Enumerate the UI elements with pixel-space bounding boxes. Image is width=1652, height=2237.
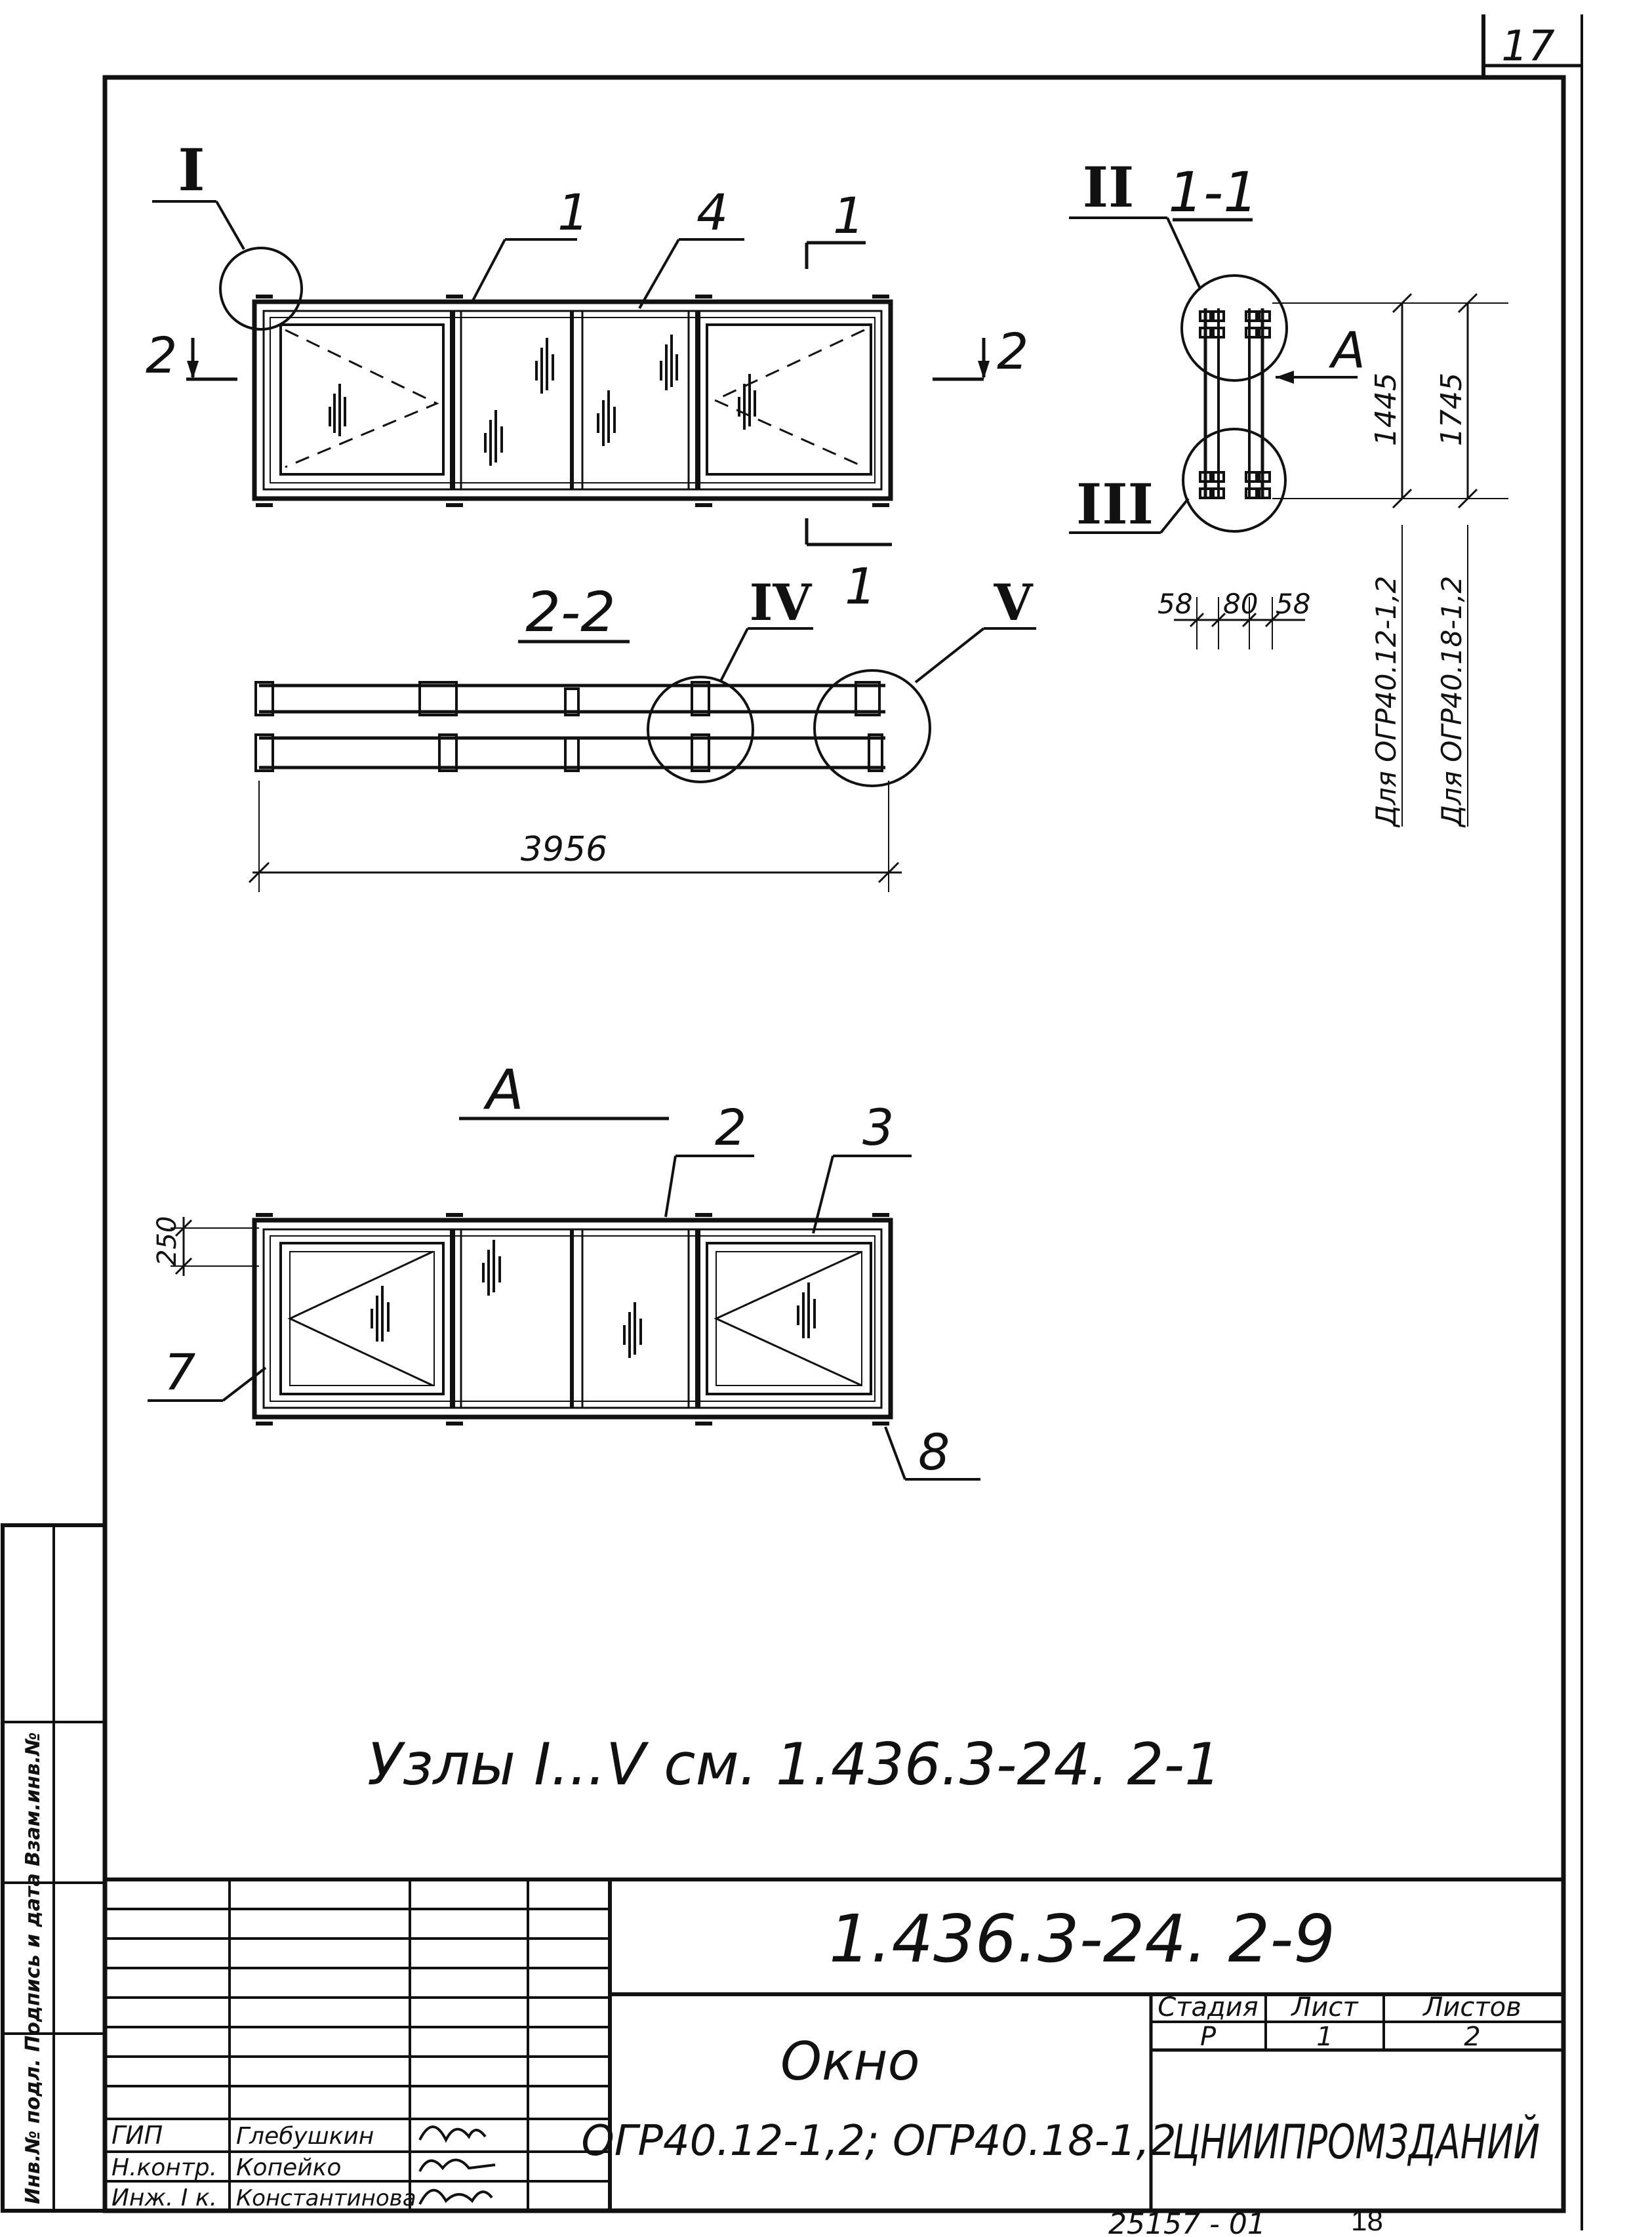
archive-number: 25157 - 01 (1108, 2207, 1266, 2237)
section-2-left-label: 2 (146, 326, 177, 384)
sheet-header: Лист (1290, 1992, 1359, 2022)
dim-length: 3956 (521, 830, 607, 869)
pos-2-label: 2 (715, 1098, 746, 1157)
node-i-label: I (178, 136, 205, 204)
role-nkontr: Н.контр. (111, 2154, 217, 2181)
node-v-label: V (994, 573, 1034, 632)
node-iii-label: III (1076, 472, 1154, 537)
section-1-top-label: 1 (833, 186, 864, 245)
product-types: ОГР40.12-1,2; ОГР40.18-1,2 (581, 2117, 1176, 2165)
for-type-b: Для ОГР40.18-1,2 (1436, 576, 1468, 828)
for-type-a: Для ОГР40.12-1,2 (1370, 576, 1402, 828)
sheets-header: Листов (1422, 1992, 1521, 2022)
stage-header: Стадия (1158, 1992, 1258, 2022)
pos-3-label: 3 (862, 1098, 894, 1157)
signatures (418, 2125, 496, 2205)
view-a: A 250 2 (148, 1057, 980, 1481)
section-2-2-title: 2-2 (525, 580, 615, 644)
title-block: ГИП Глебушкин Н.контр. Копейко Инж. I к.… (105, 1878, 1563, 2211)
dim-height-b: 1745 (1435, 373, 1468, 446)
role-inzh: Инж. I к. (111, 2185, 217, 2211)
pos-frame-label: 1 (557, 183, 589, 241)
sheets-value: 2 (1464, 2022, 1480, 2052)
pos-7-label: 7 (164, 1343, 195, 1401)
dim-80: 80 (1223, 588, 1258, 620)
stage-value: Р (1200, 2022, 1217, 2052)
name-nkontr: Копейко (236, 2154, 341, 2181)
dim-250: 250 (152, 1216, 182, 1266)
archive-suffix: 18 (1351, 2205, 1383, 2237)
view-a-title: A (483, 1057, 523, 1122)
section-1-bottom-label: 1 (845, 557, 876, 615)
dim-58-left: 58 (1158, 588, 1192, 620)
node-ii-label: II (1083, 155, 1135, 220)
side-stamp: Инв.№ подл. Подпись и дата Взам.инв.№ (1, 1523, 107, 2213)
dim-height-a: 1445 (1369, 373, 1403, 446)
sheet-value: 1 (1316, 2022, 1333, 2052)
side-stamp-text: Инв.№ подл. Подпись и дата Взам.инв.№ (22, 1732, 45, 2204)
section-2-2: 2-2 IV V 3956 (248, 573, 1036, 892)
pos-8-label: 8 (918, 1423, 950, 1481)
page-number: 17 (1501, 22, 1555, 71)
sheet-frame: 17 (102, 14, 1583, 2230)
role-gip: ГИП (111, 2121, 163, 2150)
note-text: Узлы I...V см. 1.436.3-24. 2-1 (367, 1731, 1221, 1798)
node-iv-label: IV (750, 573, 813, 632)
organization: ЦНИИПРОМЗДАНИЙ (1173, 2114, 1540, 2169)
product-name: Окно (780, 2031, 920, 2092)
section-1-1-title: 1-1 (1168, 160, 1258, 224)
pos-glass-label: 4 (696, 183, 728, 241)
dim-58-right: 58 (1276, 588, 1310, 620)
name-gip: Глебушкин (236, 2123, 374, 2150)
elevation-view: I 2 2 1 1 1 4 (146, 136, 1028, 615)
doc-code: 1.436.3-24. 2-9 (829, 1900, 1335, 1977)
view-a-marker: A (1328, 321, 1365, 379)
section-1-1: 1-1 II III A (1069, 155, 1508, 828)
name-inzh: Константинова (236, 2185, 416, 2211)
section-2-right-label: 2 (997, 322, 1028, 380)
